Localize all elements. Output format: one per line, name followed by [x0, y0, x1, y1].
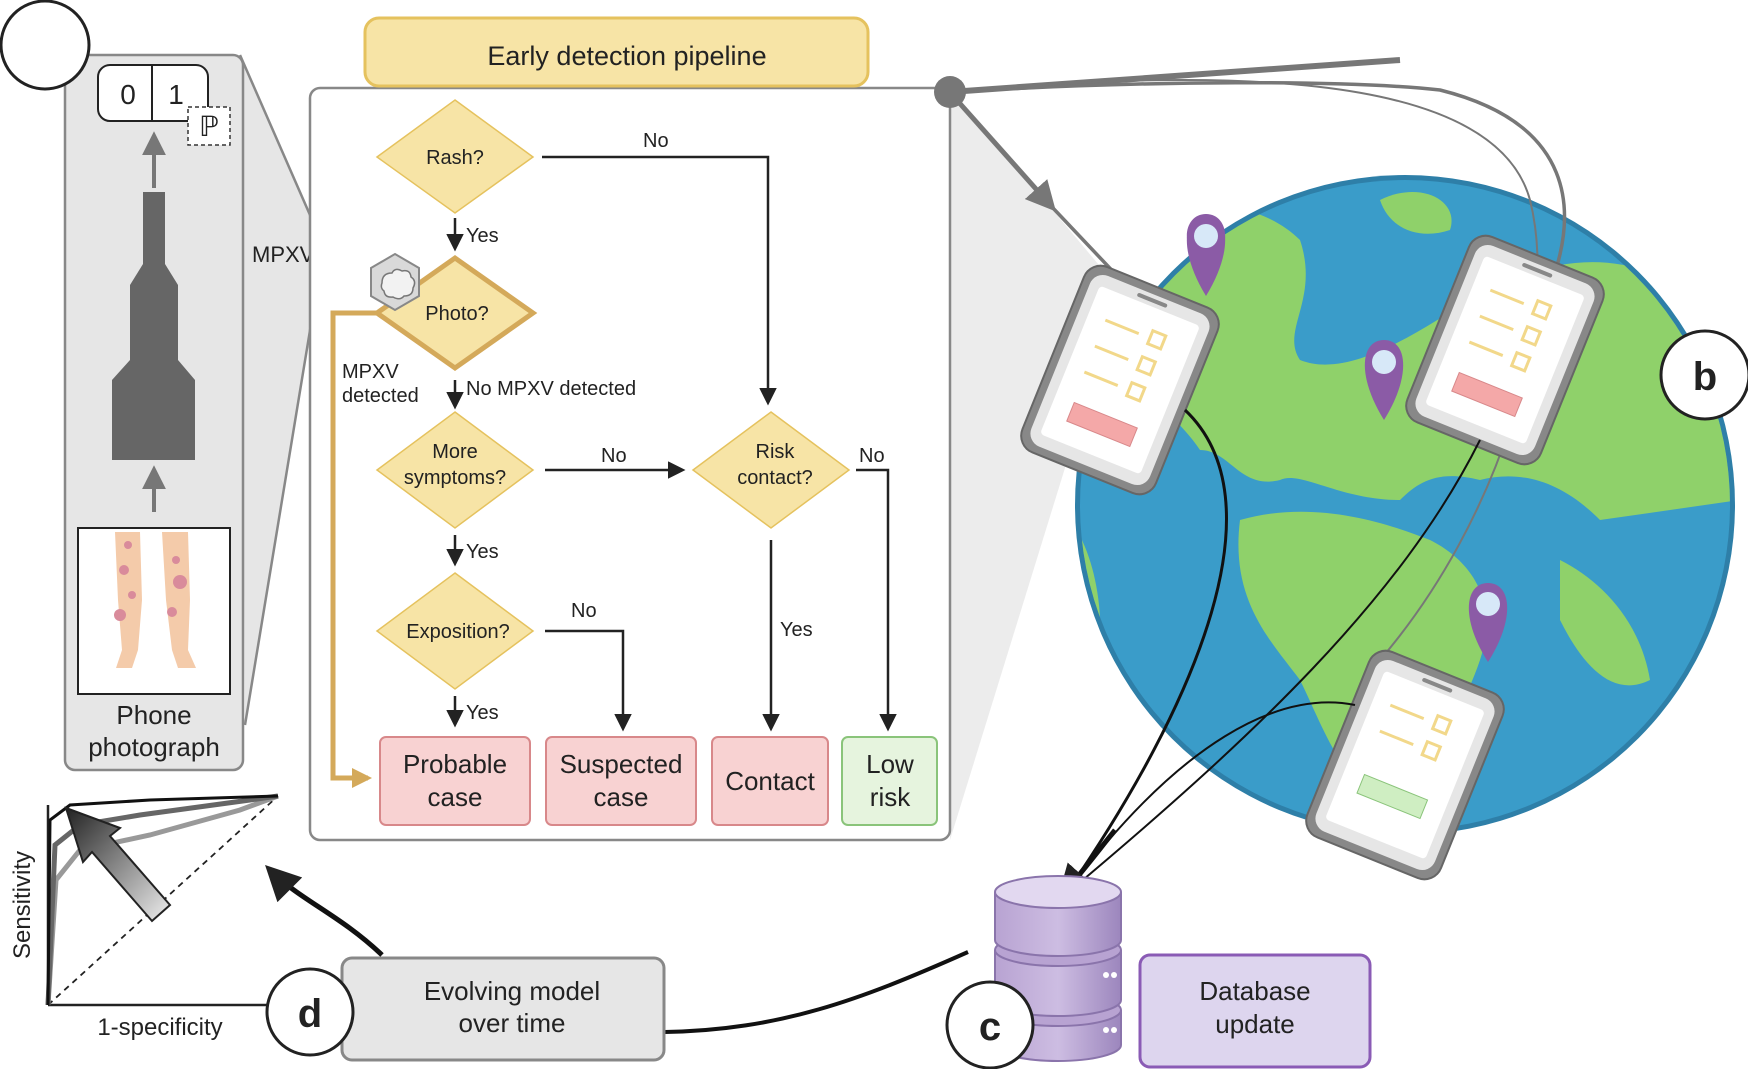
svg-text:symptoms?: symptoms? [404, 467, 506, 489]
map-pin-2 [1364, 340, 1404, 420]
svg-text:Exposition?: Exposition? [406, 621, 509, 643]
svg-text:d: d [298, 992, 322, 1036]
probability-symbol: ℙ [199, 111, 219, 142]
svg-text:Database: Database [1199, 976, 1310, 1006]
svg-text:update: update [1215, 1009, 1295, 1039]
label-rash-yes: Yes [466, 225, 499, 247]
cnn-network-icon [112, 192, 195, 460]
svg-text:Low: Low [866, 749, 914, 779]
svg-text:risk: risk [870, 782, 911, 812]
decision-risk-contact: Risk contact? [691, 411, 851, 529]
label-no-mpxv: No MPXV detected [466, 378, 636, 400]
cnn-panel: 0 1 ℙ Phone photograph [63, 53, 398, 772]
phone-2 [1405, 234, 1605, 466]
zoom-wedge [950, 88, 1120, 840]
outcome-contact: Contact [711, 736, 829, 826]
outcome-low-risk: Low risk [841, 736, 938, 826]
roc-plot: Sensitivity 1-specificity [9, 793, 279, 1041]
label-expo-yes: Yes [466, 702, 499, 724]
svg-text:Early detection pipeline: Early detection pipeline [487, 41, 766, 71]
decision-more-symptoms: More symptoms? [375, 411, 535, 529]
roc-ylabel: Sensitivity [9, 851, 36, 959]
database-to-model-line [664, 950, 969, 1034]
brain-icon [370, 252, 420, 312]
svg-text:contact?: contact? [737, 467, 813, 489]
roc-xlabel: 1-specificity [97, 1014, 222, 1041]
svg-text:Contact: Contact [725, 766, 815, 796]
output-0: 0 [120, 79, 136, 110]
database-icon [994, 875, 1122, 1062]
model-to-roc-arrow [265, 865, 384, 957]
svg-text:Evolving model: Evolving model [424, 976, 600, 1006]
flow-arrows [446, 155, 897, 732]
label-mpxv-line2: detected [342, 385, 419, 407]
label-expo-no: No [571, 600, 597, 622]
panel-label-c: c [945, 980, 1035, 1069]
evolving-model-box: Evolving model over time [340, 956, 666, 1062]
panel-label-d: d [265, 967, 355, 1057]
svg-text:c: c [979, 1005, 1001, 1049]
distribution-lines [934, 57, 1567, 661]
cnn-output-box: 0 1 ℙ [97, 64, 231, 146]
decision-exposition: Exposition? [375, 572, 535, 690]
photo-label-line2: photograph [88, 732, 220, 762]
phone-1 [1020, 264, 1220, 496]
svg-text:case: case [594, 782, 649, 812]
output-1: 1 [168, 79, 184, 110]
database-update-box: Database update [1138, 953, 1372, 1069]
svg-text:Rash?: Rash? [426, 147, 484, 169]
panel-label-b: b [1659, 329, 1748, 421]
svg-text:More: More [432, 441, 478, 463]
label-risk-no: No [859, 445, 885, 467]
outcome-probable-case: Probable case [379, 736, 531, 826]
svg-text:Photo?: Photo? [425, 303, 488, 325]
map-pin-1 [1186, 214, 1226, 296]
label-more-yes: Yes [466, 541, 499, 563]
photo-label-line1: Phone [116, 700, 191, 730]
panel-label-a [0, 0, 91, 91]
phone-3 [1305, 649, 1505, 881]
label-rash-no: No [643, 130, 669, 152]
svg-text:b: b [1693, 355, 1717, 399]
svg-text:case: case [428, 782, 483, 812]
pipeline-header: Early detection pipeline [363, 16, 870, 88]
decision-rash: Rash? [375, 99, 535, 214]
mpxv-detected-path [330, 310, 382, 788]
leg-photograph [77, 527, 231, 695]
svg-text:Risk: Risk [756, 441, 796, 463]
label-more-no: No [601, 445, 627, 467]
label-risk-yes: Yes [780, 619, 813, 641]
svg-text:over time: over time [459, 1008, 566, 1038]
svg-text:Probable: Probable [403, 749, 507, 779]
outcome-suspected-case: Suspected case [545, 736, 697, 826]
map-pin-3 [1468, 583, 1508, 662]
svg-text:Suspected: Suspected [560, 749, 683, 779]
label-mpxv-line1: MPXV [342, 361, 399, 383]
